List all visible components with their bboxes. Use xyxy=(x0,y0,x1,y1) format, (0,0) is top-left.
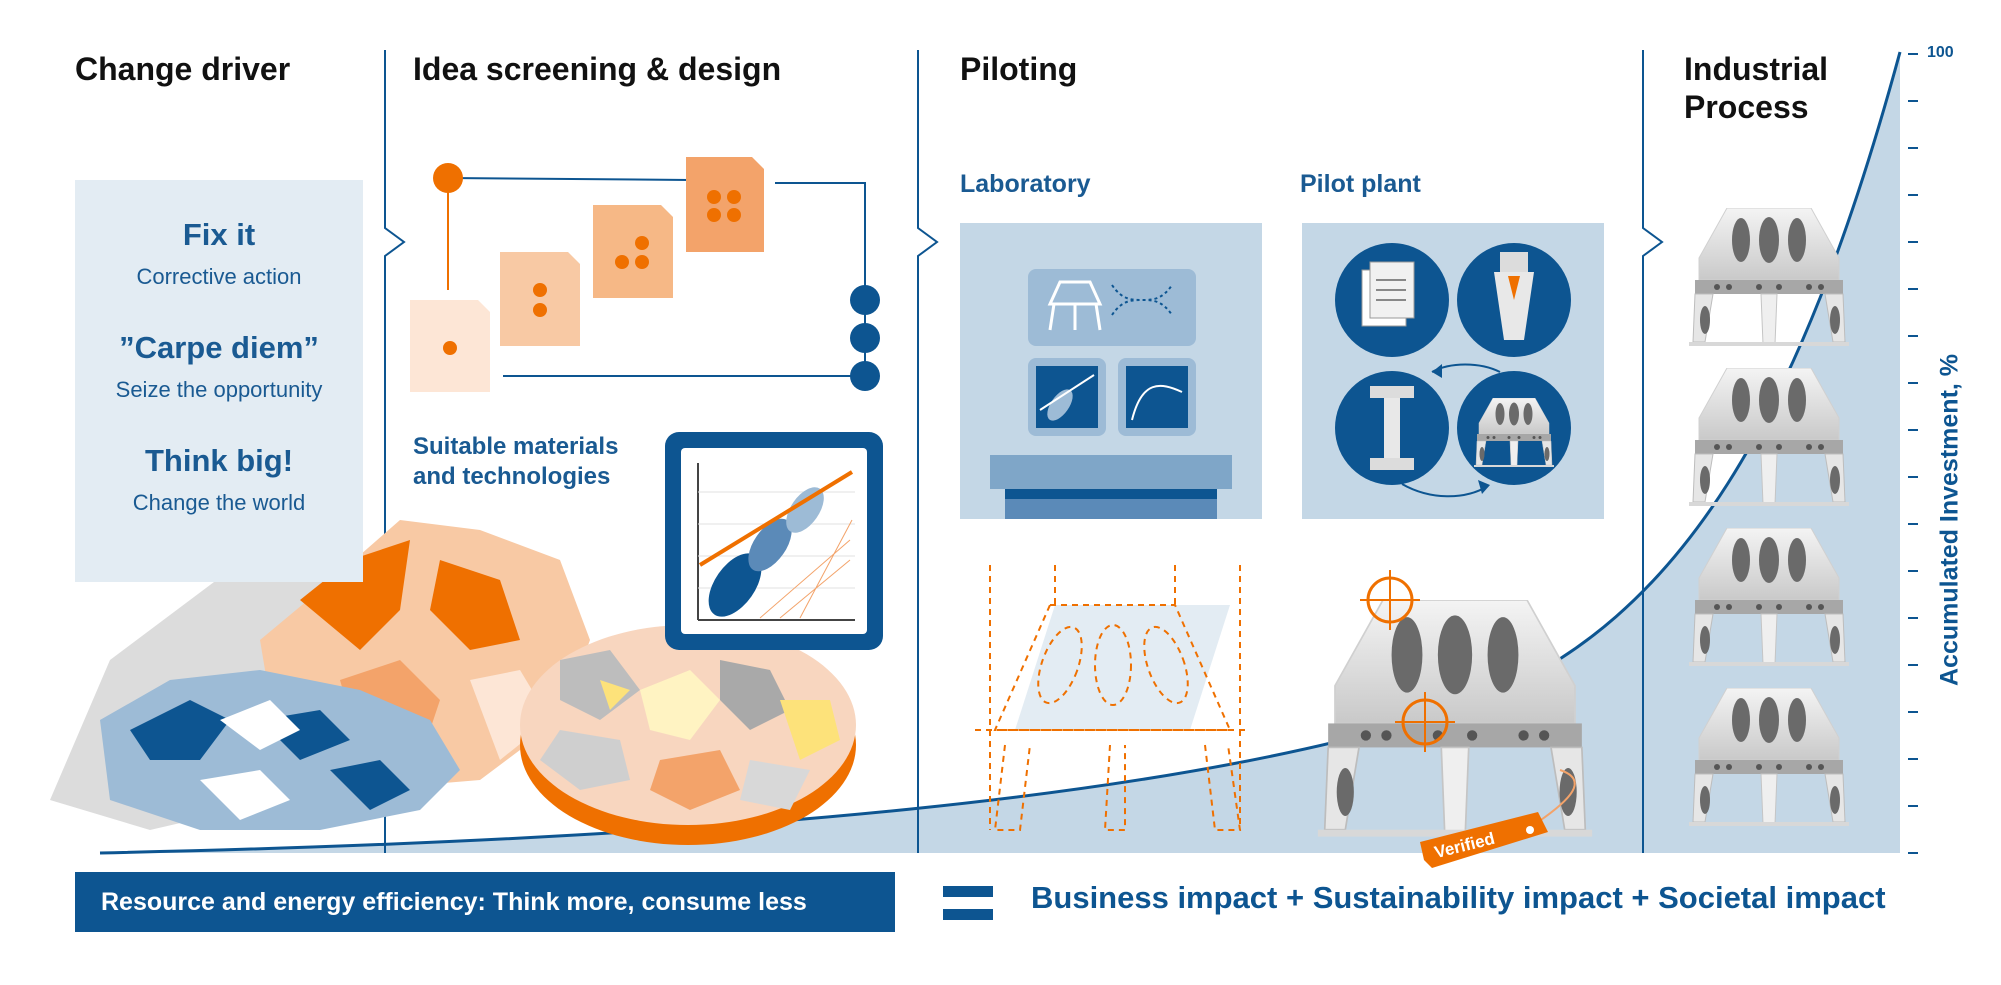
impact-text: Business impact + Sustainability impact … xyxy=(1031,880,1886,915)
verified-module xyxy=(1316,570,1594,868)
stage-piloting-heading: Piloting xyxy=(960,51,1078,87)
stage-industrial-line2: Process xyxy=(1684,89,1809,125)
stage-dividers xyxy=(384,50,1664,853)
stage-industrial-heading: Industrial Process xyxy=(1684,50,1828,126)
change-driver-box: Fix it Corrective action ”Carpe diem” Se… xyxy=(75,180,363,582)
dashed-design-module xyxy=(975,565,1250,831)
efficiency-text: Resource and energy efficiency: Think mo… xyxy=(101,888,807,916)
driver-title: Think big! xyxy=(144,443,294,478)
axis-max-tick: 100 xyxy=(1927,44,1954,61)
materials-label-line2: and technologies xyxy=(413,463,611,490)
investment-axis xyxy=(1908,53,1918,854)
materials-label: Suitable materials and technologies xyxy=(413,432,673,492)
idea-document-flow xyxy=(410,157,880,392)
driver-subtitle: Corrective action xyxy=(136,264,302,289)
materials-label-line1: Suitable materials xyxy=(413,433,619,460)
efficiency-banner: Resource and energy efficiency: Think mo… xyxy=(75,872,895,932)
driver-title: Fix it xyxy=(182,217,256,252)
material-grain-disc xyxy=(520,625,856,845)
driver-subtitle: Change the world xyxy=(132,490,306,515)
pilot-plant-heading: Pilot plant xyxy=(1300,170,1421,198)
driver-subtitle: Seize the opportunity xyxy=(115,377,323,402)
driver-title: ”Carpe diem” xyxy=(119,330,319,365)
laboratory-panel xyxy=(960,223,1262,519)
raw-material-rocks xyxy=(50,520,590,830)
stage-change-driver-heading: Change driver xyxy=(75,51,291,87)
pilot-plant-panel xyxy=(1302,223,1604,519)
stage-industrial-line1: Industrial xyxy=(1684,51,1829,87)
axis-label: Accumulated Investment, % xyxy=(1935,353,1964,687)
stage-idea-heading: Idea screening & design xyxy=(413,51,782,87)
laboratory-heading: Laboratory xyxy=(960,170,1091,198)
materials-chart-card xyxy=(665,432,883,650)
equals-sign xyxy=(943,886,993,920)
